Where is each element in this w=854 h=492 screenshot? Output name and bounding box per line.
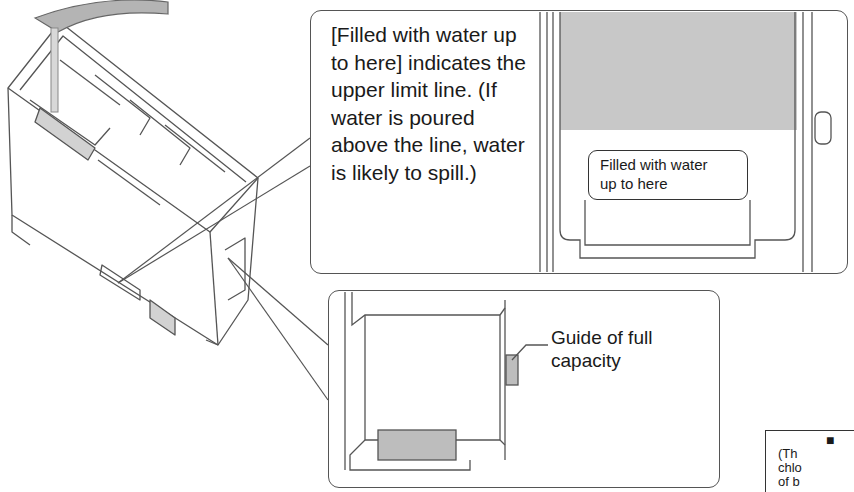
level-label: Filled with water up to here [600,155,720,193]
callout-text: [Filled with water up to here] indicates… [331,21,536,186]
level-label-box: Filled with water up to here [588,150,748,200]
note-text: chlo [778,461,838,475]
callout-box: Guide of full capacity [328,290,720,488]
tank-inset-lower [345,292,548,470]
water-jug [35,0,168,112]
tank-inset-upper [540,12,831,272]
capacity-label: Guide of full capacity [551,326,676,372]
note-box: ■(Thchloof b [765,430,854,492]
leader-line [118,138,328,400]
note-text: (Th [778,447,838,461]
callout-box: [Filled with water up to here] indicates… [310,10,848,274]
note-text: of b [778,475,838,489]
water-tank [8,22,258,345]
note-marker: ■ [826,433,854,447]
